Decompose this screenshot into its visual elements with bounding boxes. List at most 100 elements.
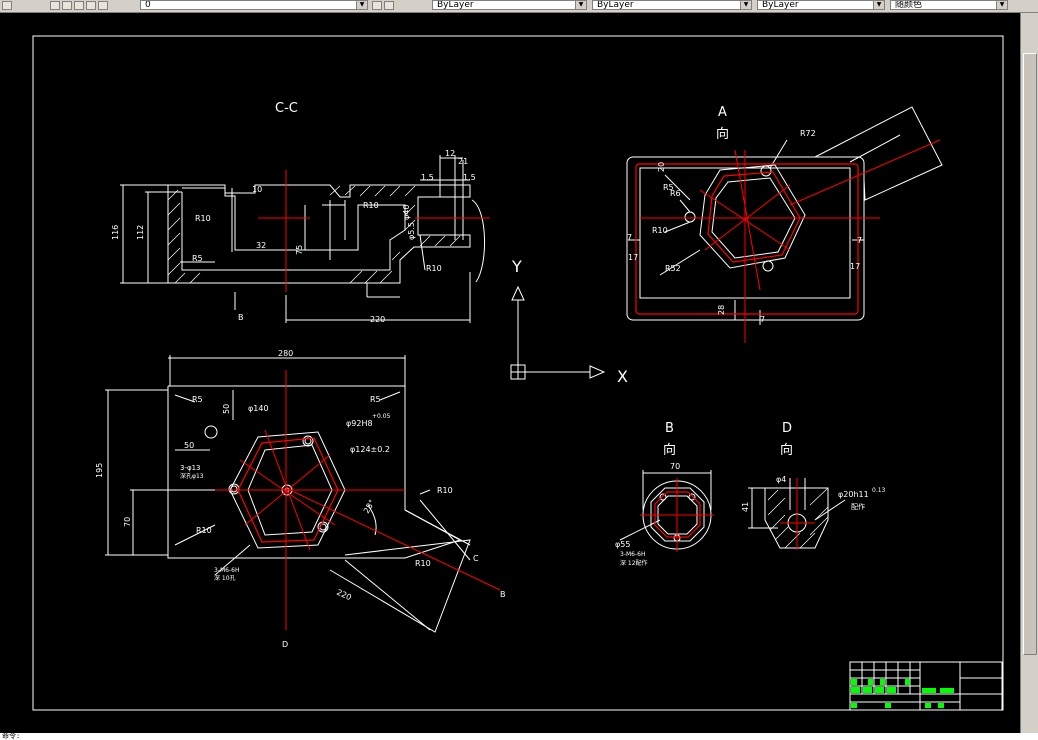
view-d-hatch bbox=[767, 487, 829, 549]
toolbar: 0 ▼ ByLayer ▼ ByLayer ▼ ByLayer ▼ 随颜色 ▼ bbox=[0, 0, 1038, 13]
dim: 220 bbox=[335, 588, 353, 603]
dim: R10 bbox=[196, 526, 212, 535]
layer-combo[interactable]: 0 ▼ bbox=[140, 0, 368, 10]
dim: 75 bbox=[295, 245, 304, 255]
dim: 195 bbox=[95, 463, 104, 478]
drawing-border bbox=[32, 35, 1004, 711]
chevron-down-icon[interactable]: ▼ bbox=[575, 1, 586, 9]
lineweight-combo-value: ByLayer bbox=[762, 0, 799, 10]
dim: 12 bbox=[445, 149, 455, 158]
drawing-canvas[interactable]: C-C A 向 B 向 D 向 Y X B D B C 12 21 1.5 1.… bbox=[0, 13, 1020, 733]
dim: 7 bbox=[760, 315, 765, 324]
color-combo[interactable]: ByLayer ▼ bbox=[432, 0, 587, 10]
layer-tools bbox=[50, 0, 110, 11]
dim: φ92H8 bbox=[346, 419, 373, 428]
linetype-combo-value: ByLayer bbox=[597, 0, 634, 10]
dim: 20 bbox=[657, 162, 666, 172]
dim: 3-φ13 bbox=[180, 464, 201, 472]
dim: R6 bbox=[670, 189, 681, 198]
chevron-down-icon[interactable]: ▼ bbox=[873, 1, 884, 9]
dim: 116 bbox=[111, 225, 120, 240]
scrollbar-thumb[interactable] bbox=[1023, 53, 1037, 655]
dim: 0.13 bbox=[872, 487, 886, 494]
section-cc-title: C-C bbox=[275, 101, 298, 116]
label-b: B bbox=[238, 313, 244, 322]
window-icon[interactable] bbox=[2, 1, 12, 10]
chevron-down-icon[interactable]: ▼ bbox=[996, 1, 1007, 9]
label-d: D bbox=[282, 640, 288, 649]
centerlines bbox=[215, 139, 941, 630]
label-cut-c: C bbox=[473, 554, 479, 563]
dim: 50 bbox=[222, 404, 231, 414]
dim: +0.05 bbox=[372, 413, 391, 420]
label-cut-b: B bbox=[500, 590, 506, 599]
view-d-dir: 向 bbox=[780, 442, 793, 458]
drawing-svg[interactable]: C-C A 向 B 向 D 向 Y X B D B C 12 21 1.5 1.… bbox=[0, 13, 1020, 733]
dim: 3-M6-6H bbox=[214, 567, 239, 574]
make-current-icon[interactable] bbox=[372, 1, 382, 10]
lightbulb-icon[interactable] bbox=[74, 1, 84, 10]
plotstyle-combo-value: 随颜色 bbox=[895, 0, 923, 10]
dim: φ140 bbox=[248, 404, 269, 413]
dim: 32 bbox=[256, 241, 266, 250]
dim: R5 bbox=[370, 395, 381, 404]
dim: 70 bbox=[670, 462, 680, 471]
view-a-dir: 向 bbox=[716, 126, 729, 142]
dim: 280 bbox=[278, 349, 293, 358]
title-block-fill bbox=[851, 679, 954, 708]
layer-previous-icon[interactable] bbox=[384, 1, 394, 10]
layer-tools-2 bbox=[372, 0, 396, 11]
section-cc bbox=[120, 155, 485, 323]
dim: R5 bbox=[192, 254, 203, 263]
lock-icon[interactable] bbox=[98, 1, 108, 10]
chevron-down-icon[interactable]: ▼ bbox=[740, 1, 751, 9]
ucs-y-label: Y bbox=[511, 257, 522, 276]
view-b-dir: 向 bbox=[663, 442, 676, 458]
command-prompt: 命令: bbox=[2, 732, 21, 740]
dim: 28° bbox=[362, 498, 377, 515]
dim: 17 bbox=[628, 253, 638, 262]
dim: φ5.5 bbox=[407, 222, 416, 240]
plan-view bbox=[105, 355, 471, 633]
dim: φ40 bbox=[402, 205, 411, 220]
view-d-letter: D bbox=[782, 421, 792, 436]
dim: 70 bbox=[123, 517, 132, 527]
dim: 深孔φ13 bbox=[180, 472, 204, 480]
dim: 3-M6-6H bbox=[620, 551, 645, 558]
view-b bbox=[619, 470, 712, 550]
dim: 1.5 bbox=[421, 173, 434, 182]
dim: 10 bbox=[252, 185, 262, 194]
dim: R10 bbox=[363, 201, 379, 210]
layer-combo-value: 0 bbox=[145, 0, 151, 10]
layer-state-icon[interactable] bbox=[62, 1, 72, 10]
dim: R5 bbox=[192, 395, 203, 404]
color-combo-value: ByLayer bbox=[437, 0, 474, 10]
dim: R52 bbox=[665, 264, 681, 273]
dim: 7 bbox=[627, 233, 632, 242]
lineweight-combo[interactable]: ByLayer ▼ bbox=[757, 0, 885, 10]
linetype-combo[interactable]: ByLayer ▼ bbox=[592, 0, 752, 10]
dim: R10 bbox=[195, 214, 211, 223]
ucs-icon bbox=[510, 285, 606, 380]
dim: φ124±0.2 bbox=[350, 445, 390, 454]
dim: 21 bbox=[458, 157, 468, 166]
chevron-down-icon[interactable]: ▼ bbox=[356, 1, 367, 9]
toolbar-icons-left bbox=[2, 0, 14, 11]
sun-icon[interactable] bbox=[86, 1, 96, 10]
dim: 28 bbox=[717, 305, 726, 315]
dim: R10 bbox=[437, 486, 453, 495]
red-pitch-features bbox=[237, 163, 859, 543]
command-line[interactable]: 命令: bbox=[0, 733, 1038, 740]
drawing-text: C-C A 向 B 向 D 向 Y X B D B C 12 21 1.5 1.… bbox=[95, 101, 886, 649]
dim: 7 bbox=[857, 236, 862, 245]
dim: R5 bbox=[663, 183, 674, 192]
dim: 41 bbox=[741, 502, 750, 512]
vertical-scrollbar[interactable] bbox=[1020, 13, 1038, 733]
dim: 17 bbox=[850, 262, 860, 271]
layer-manager-icon[interactable] bbox=[50, 1, 60, 10]
dim: 配作 bbox=[851, 502, 865, 511]
dim: 1.5 bbox=[463, 173, 476, 182]
plotstyle-combo[interactable]: 随颜色 ▼ bbox=[890, 0, 1008, 10]
dim: 深 12配作 bbox=[620, 559, 648, 567]
dim: φ55 bbox=[615, 540, 630, 549]
